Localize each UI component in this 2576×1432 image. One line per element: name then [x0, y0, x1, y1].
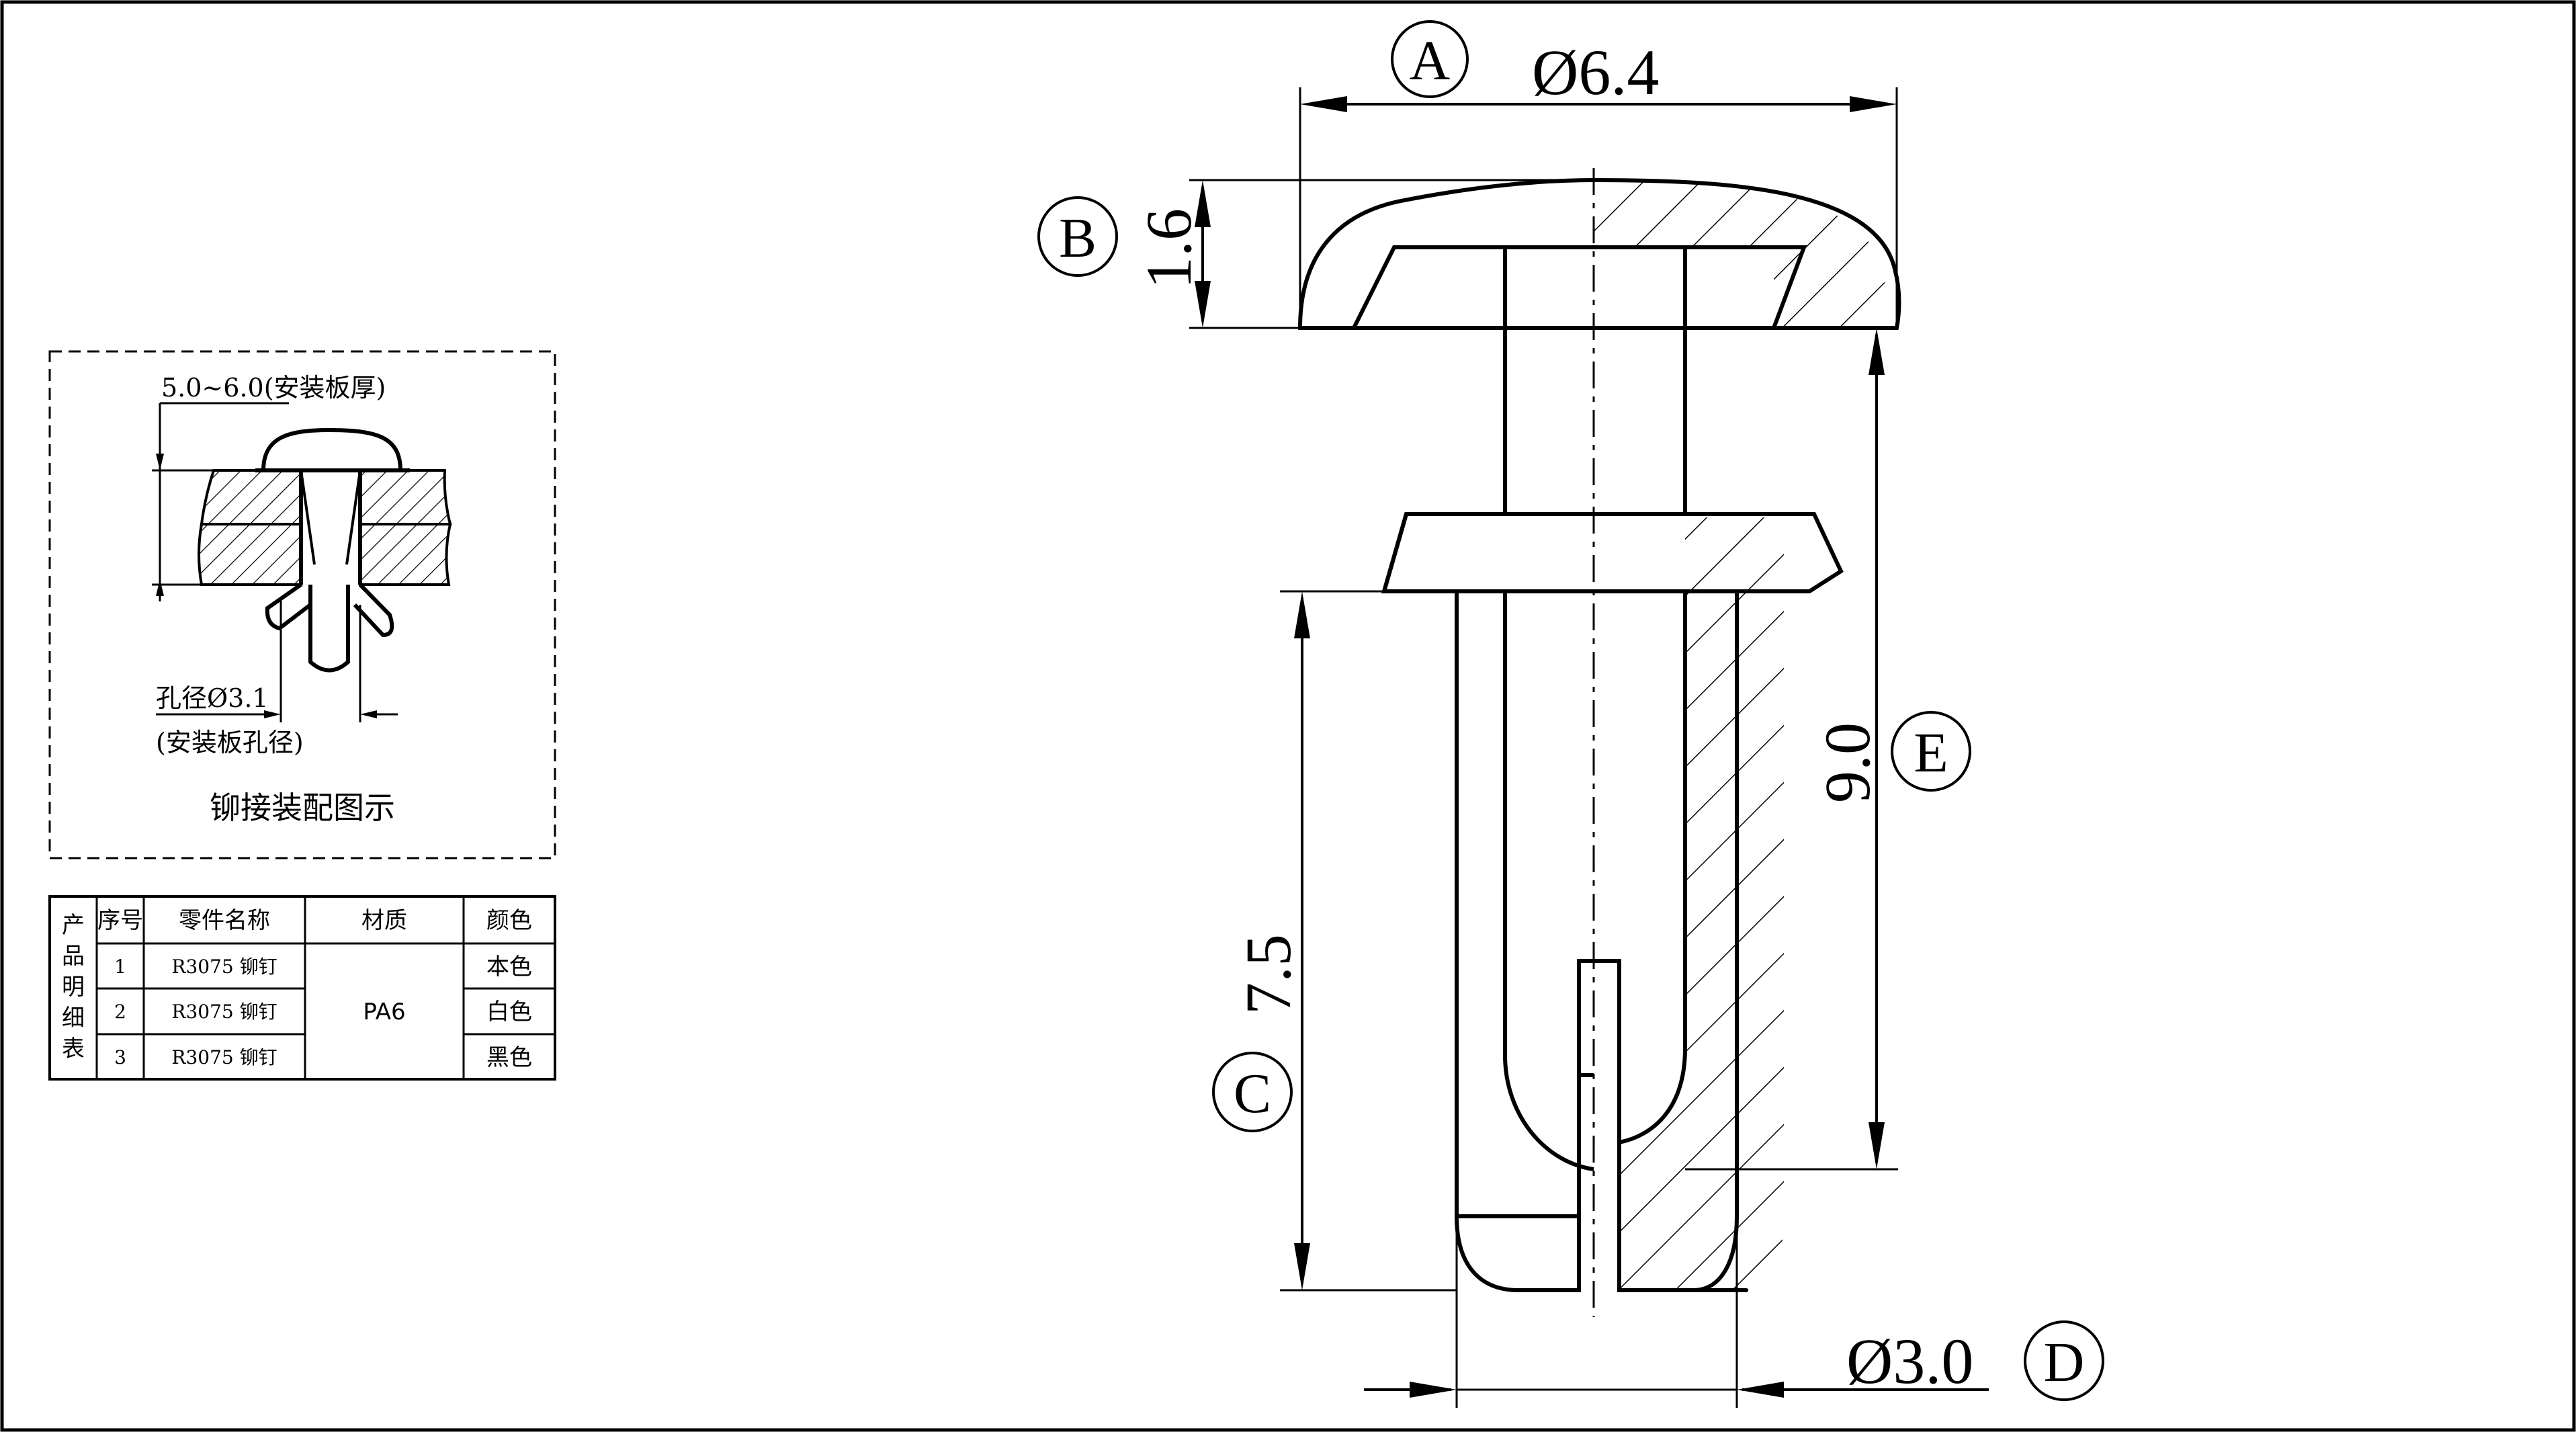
rivet-legs — [1455, 591, 1749, 1293]
table-header-name: 零件名称 — [179, 907, 270, 934]
table-row-3-name: R3075 铆钉 — [171, 1046, 277, 1068]
callout-d: D — [2044, 1331, 2085, 1394]
table-row-2-color: 白色 — [486, 999, 532, 1025]
table-row-3-color: 黑色 — [486, 1044, 532, 1071]
dim-leg-diameter: Ø3.0 — [1846, 1325, 1973, 1397]
table-header-color: 颜色 — [486, 907, 532, 934]
hole-note-label: (安装板孔径) — [156, 728, 304, 757]
table-row-2-no: 2 — [114, 1001, 126, 1023]
table-side-label-4: 细 — [62, 1005, 85, 1031]
assembly-frame — [48, 350, 556, 859]
table-row-1-no: 1 — [114, 956, 126, 978]
table-side-label-3: 明 — [62, 974, 85, 1001]
dim-head-diameter: Ø6.4 — [1532, 36, 1659, 108]
table-material: PA6 — [363, 999, 405, 1025]
table-header-no: 序号 — [97, 907, 143, 934]
rivet-section-view — [1297, 168, 1901, 1317]
dim-shank-length: 7.5 — [1232, 934, 1304, 1015]
dim-total-length: 9.0 — [1811, 722, 1883, 803]
hole-diameter-label: 孔径Ø3.1 — [156, 683, 269, 713]
table-row-3-no: 3 — [114, 1046, 126, 1068]
table-row-1-color: 本色 — [486, 954, 532, 980]
dim-head-height: 1.6 — [1133, 208, 1205, 289]
lower-panel — [198, 523, 302, 586]
panel-thickness-label: 5.0~6.0(安装板厚) — [161, 373, 386, 403]
table-side-label-5: 表 — [62, 1036, 85, 1062]
upper-panel — [200, 469, 302, 525]
callout-c: C — [1234, 1062, 1271, 1125]
table-row-2-name: R3075 铆钉 — [171, 1001, 277, 1023]
table-side-label-2: 品 — [62, 943, 85, 970]
callout-a: A — [1410, 30, 1451, 92]
dimensions: Ø6.4 A 1.6 B 7.5 C 9.0 E — [1037, 20, 2104, 1408]
assembly-diagram: 5.0~6.0(安装板厚) 孔径Ø3.1 (安装板孔径) 铆接装配图示 — [48, 350, 556, 859]
parts-table: 产 品 明 细 表 序号 零件名称 材质 颜色 1 R3075 铆钉 本色 2 … — [48, 895, 556, 1081]
table-header-material: 材质 — [361, 907, 407, 934]
callout-b: B — [1059, 207, 1097, 269]
table-row-1-name: R3075 铆钉 — [171, 956, 277, 978]
assembly-caption: 铆接装配图示 — [210, 790, 395, 826]
table-side-label-1: 产 — [62, 912, 85, 939]
callout-e: E — [1914, 722, 1948, 784]
